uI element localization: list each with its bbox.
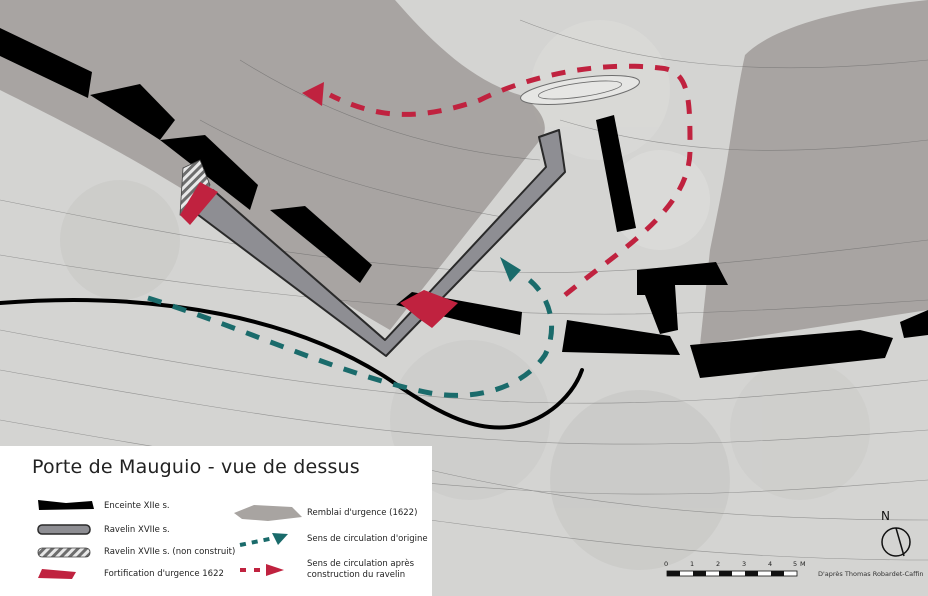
route-apres [328,63,693,297]
oval-feature [520,74,640,106]
remblai-area-east [700,0,928,345]
route-apres-arrow [302,82,324,106]
legend-label-ravelin-nc: Ravelin XVIIe s. (non construit) [104,547,236,557]
legend-label-remblai: Remblai d'urgence (1622) [307,508,418,518]
legend-swatch-fortification [38,569,76,579]
scale-bar [666,570,798,577]
scale-tick-3: 3 [742,560,747,568]
scale-unit: M [800,560,806,568]
scale-tick-4: 4 [768,560,773,568]
scale-tick-5: 5 [793,560,798,568]
legend-swatch-ravelin-nc [37,547,91,558]
legend-swatch-apres [240,564,284,576]
oval-feature-inner [537,80,623,100]
map-title: Porte de Mauguio - vue de dessus [32,456,360,478]
legend-panel: Porte de Mauguio - vue de dessus Enceint… [0,446,432,596]
legend-swatch-origine [239,533,288,547]
legend-swatch-enceinte [38,500,94,510]
legend-swatch-ravelin [37,524,91,535]
north-needle [895,527,905,557]
legend-swatch-remblai [234,505,302,521]
legend-label-ravelin: Ravelin XVIIe s. [104,525,170,535]
fortification-1622 [180,182,458,328]
map-credit: D'après Thomas Robardet-Caffin [818,570,924,578]
legend-label-apres: Sens de circulation après construction d… [307,559,414,580]
north-label: N [881,509,890,523]
route-origine-arrow [500,257,521,282]
remblai-area-west [0,0,545,330]
scale-tick-1: 1 [690,560,695,568]
legend-label-origine: Sens de circulation d'origine [307,534,428,544]
enceinte-wall [0,28,928,378]
legend-label-enceinte: Enceinte XIIe s. [104,501,170,511]
scale-tick-2: 2 [716,560,721,568]
scale-tick-0: 0 [664,560,669,568]
legend-label-fortification: Fortification d'urgence 1622 [104,569,224,579]
ravelin [184,129,566,357]
